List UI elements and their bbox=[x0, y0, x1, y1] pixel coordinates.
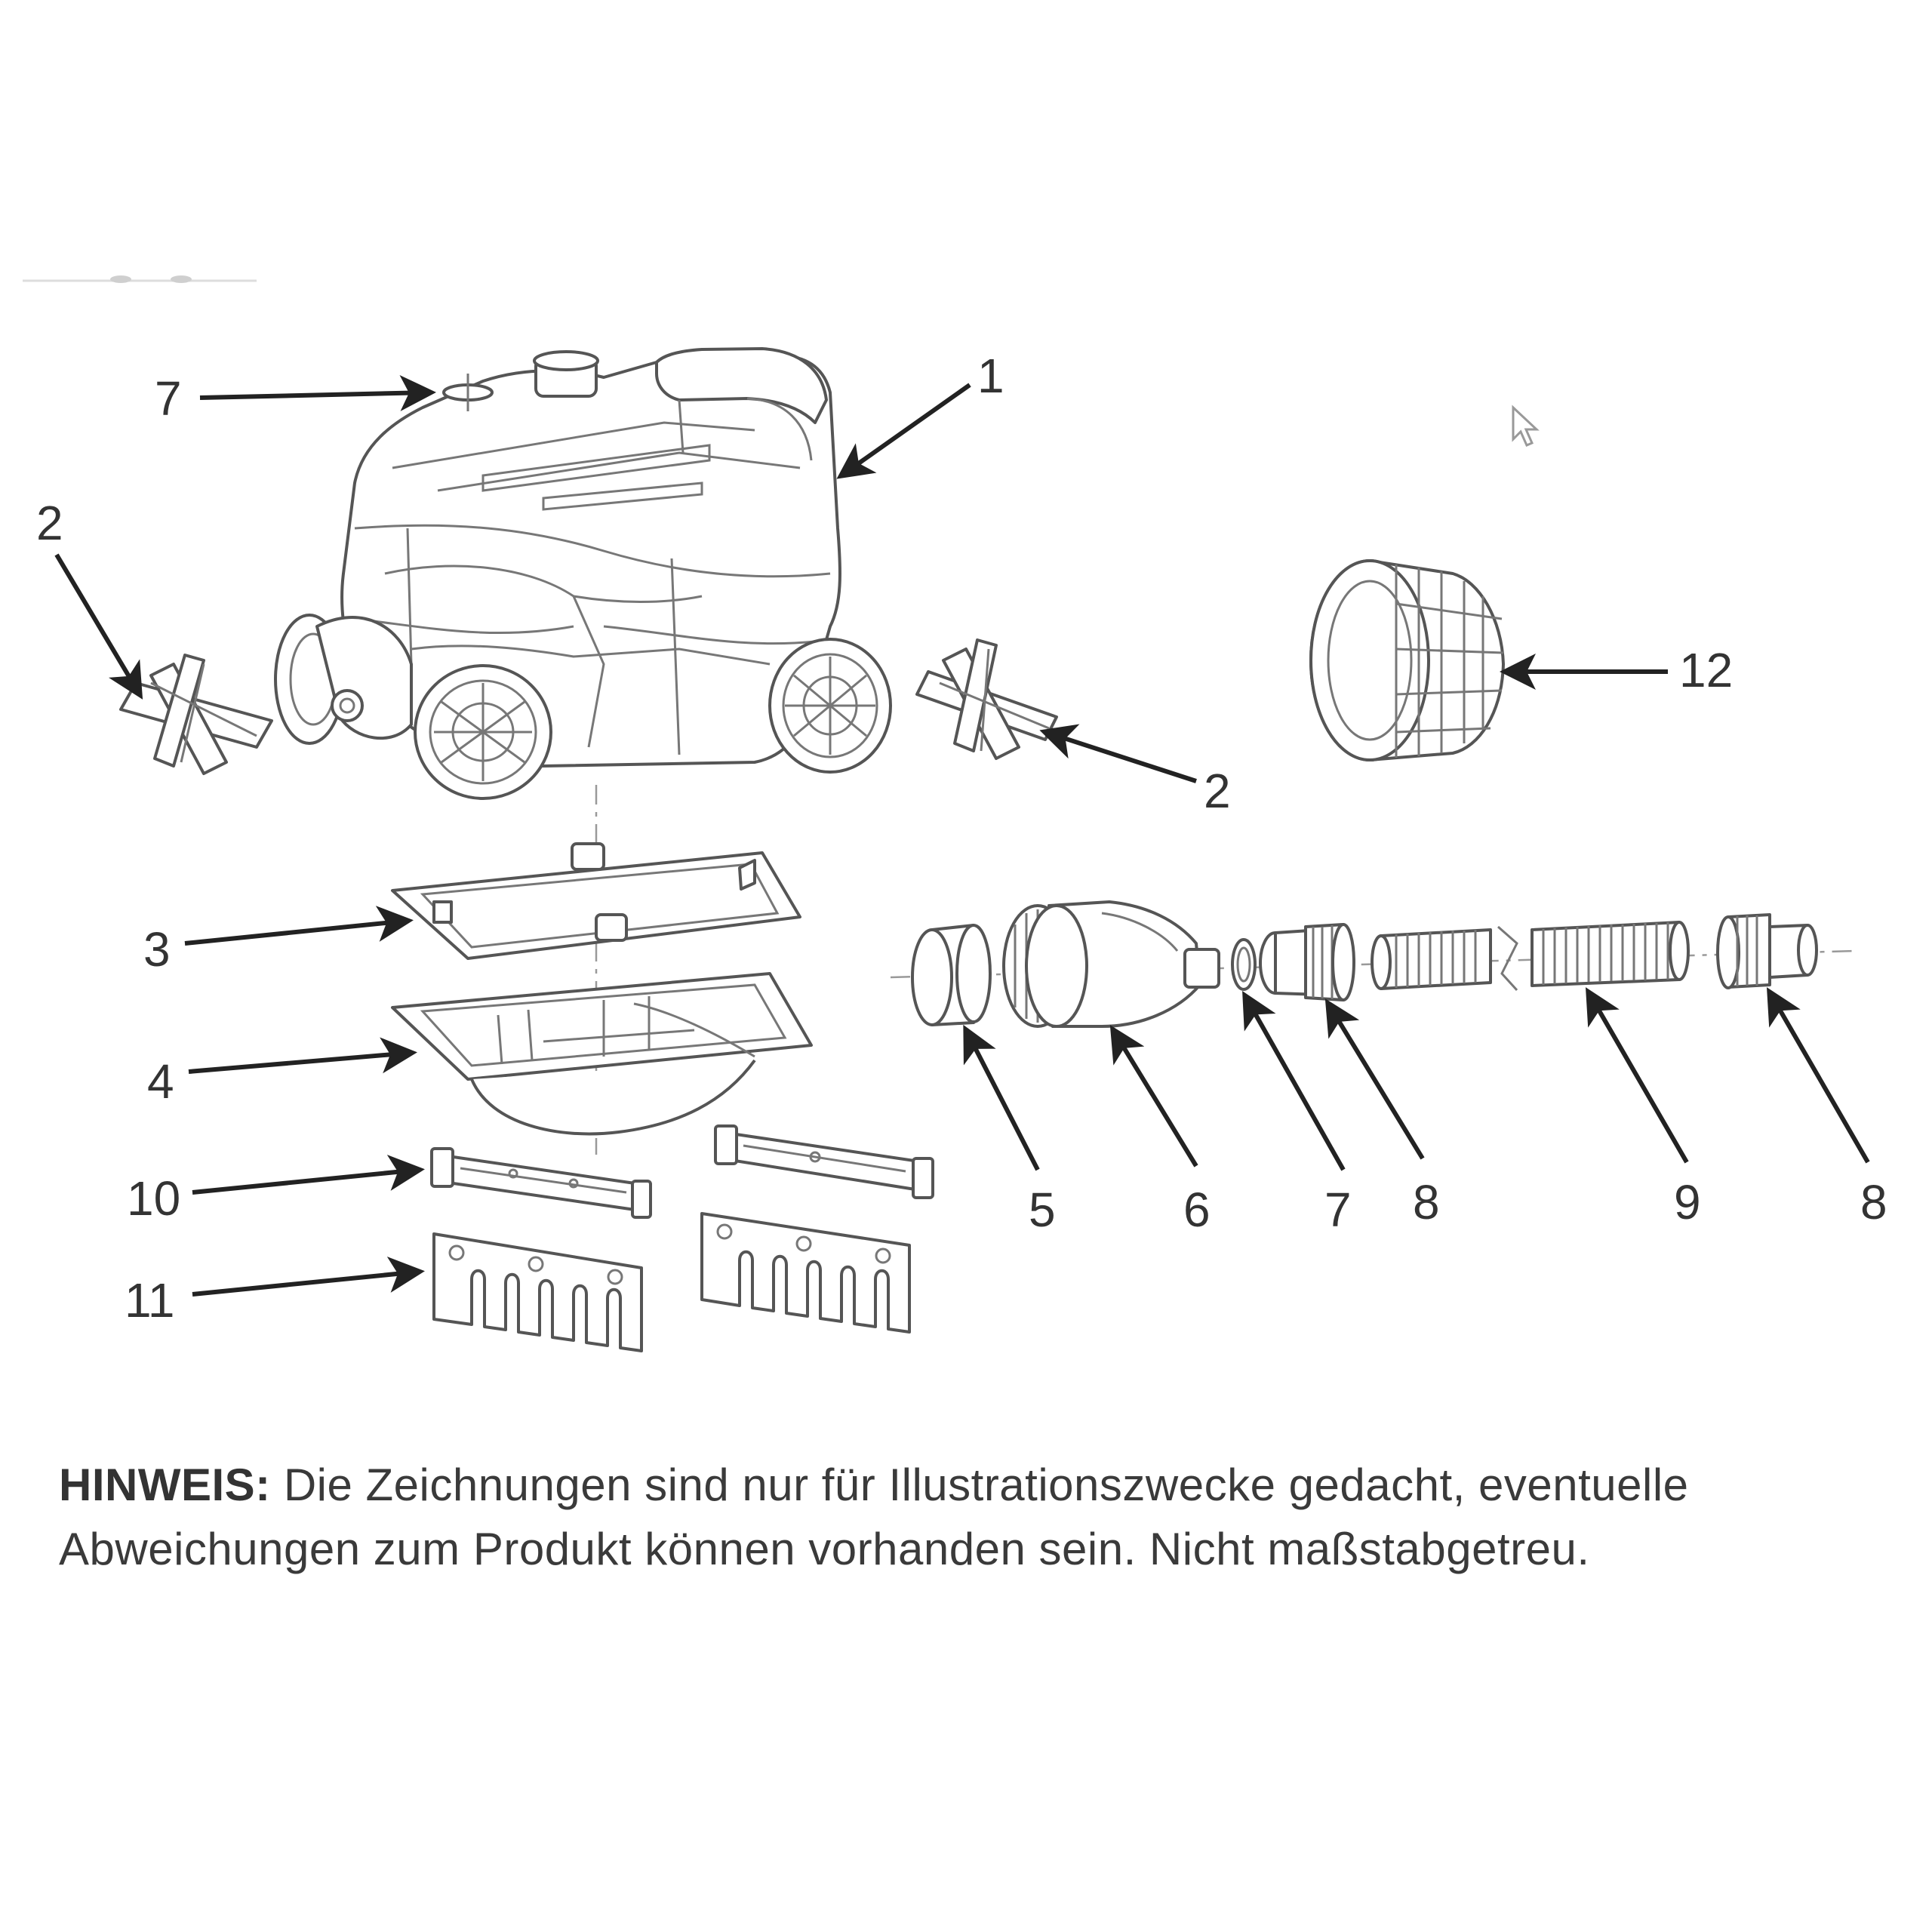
o-ring-part bbox=[1231, 938, 1257, 991]
mouse-cursor-icon bbox=[1512, 405, 1540, 447]
callout-labels: 7 1 2 2 12 3 4 10 11 5 6 7 8 9 8 bbox=[36, 349, 1887, 1327]
swivel-connector-right bbox=[1716, 913, 1818, 989]
comb-left bbox=[432, 1232, 643, 1352]
callout-1: 1 bbox=[977, 349, 1004, 403]
comb-right bbox=[700, 1212, 911, 1334]
brush-holder-left bbox=[430, 1147, 652, 1219]
arrow-4 bbox=[188, 1037, 417, 1074]
callout-arrows bbox=[54, 374, 1870, 1297]
callout-5: 5 bbox=[1029, 1183, 1056, 1237]
arrow-5 bbox=[963, 1024, 1040, 1171]
callout-4: 4 bbox=[147, 1054, 174, 1109]
hose-part bbox=[1371, 921, 1690, 992]
brush-paddle-left bbox=[119, 654, 273, 775]
callout-2-left: 2 bbox=[36, 496, 63, 550]
callout-11: 11 bbox=[125, 1273, 174, 1327]
arrow-2-left bbox=[54, 553, 143, 700]
callout-6: 6 bbox=[1183, 1183, 1211, 1237]
callout-3: 3 bbox=[143, 922, 171, 977]
brush-holder-right bbox=[714, 1124, 934, 1199]
arrow-1 bbox=[836, 383, 971, 479]
filter-basket-part bbox=[391, 972, 813, 1136]
callout-2-right: 2 bbox=[1204, 764, 1231, 818]
arrow-6 bbox=[1109, 1025, 1198, 1168]
callout-10: 10 bbox=[127, 1171, 180, 1226]
filter-frame-part bbox=[391, 842, 801, 960]
arrow-9 bbox=[1585, 987, 1689, 1164]
callout-9: 9 bbox=[1674, 1175, 1701, 1229]
end-cap-part bbox=[911, 924, 992, 1026]
impeller-housing-part bbox=[1002, 900, 1220, 1028]
note-text: Die Zeichnungen sind nur für Illustratio… bbox=[59, 1460, 1689, 1574]
arrow-11 bbox=[192, 1257, 425, 1297]
cylinder-filter-part bbox=[1309, 559, 1505, 761]
callout-12: 12 bbox=[1679, 643, 1733, 697]
arrow-2-right bbox=[1039, 724, 1197, 783]
brush-paddle-right bbox=[915, 638, 1058, 760]
callout-7-top: 7 bbox=[155, 371, 182, 426]
scan-artifact-dots bbox=[23, 275, 257, 283]
callout-7-right: 7 bbox=[1324, 1183, 1352, 1237]
callout-8-right: 8 bbox=[1860, 1175, 1887, 1229]
disclaimer-note: HINWEIS: Die Zeichnungen sind nur für Il… bbox=[59, 1453, 1749, 1581]
arrow-3 bbox=[184, 906, 414, 946]
arrow-8-right bbox=[1766, 987, 1870, 1164]
arrow-7-right bbox=[1242, 991, 1346, 1171]
note-label: HINWEIS: bbox=[59, 1460, 271, 1510]
callout-8-left: 8 bbox=[1413, 1175, 1440, 1229]
swivel-connector-left bbox=[1259, 923, 1355, 1001]
arrow-8-left bbox=[1324, 998, 1425, 1160]
arrow-10 bbox=[192, 1155, 425, 1195]
arrow-7-top bbox=[199, 374, 436, 411]
robot-body-part bbox=[274, 347, 892, 800]
o-ring-top bbox=[442, 374, 494, 411]
